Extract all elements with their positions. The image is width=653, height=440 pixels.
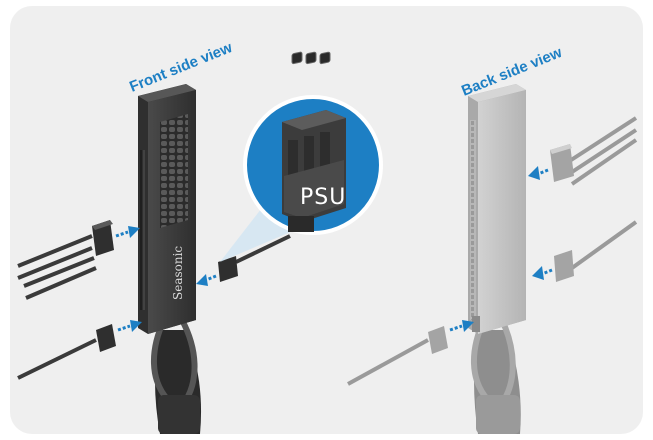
- dashed-arrow-icon: [532, 266, 553, 280]
- vent-grille: [160, 114, 188, 228]
- back-arrows: [449, 166, 553, 332]
- pin-strip: [470, 120, 476, 320]
- dashed-arrow-icon: [449, 320, 474, 332]
- dashed-arrow-icon: [196, 274, 217, 286]
- back-plug-middle: [554, 250, 574, 282]
- dashed-arrow-icon: [115, 226, 140, 238]
- psu-callout: PSU: [220, 51, 383, 262]
- front-cables: [17, 220, 291, 380]
- back-plug-upper: [550, 144, 574, 182]
- back-plug-lower: [428, 326, 448, 354]
- back-connector: [468, 84, 526, 434]
- brand-logo: Seasonic: [171, 246, 185, 300]
- psu-label: PSU: [300, 185, 346, 210]
- front-arrows: [115, 226, 217, 332]
- front-plug-right: [218, 256, 238, 282]
- front-connector: Seasonic: [138, 84, 202, 434]
- brand-label: Seasonic: [171, 246, 185, 300]
- back-cables: [347, 116, 638, 386]
- dashed-arrow-icon: [528, 166, 549, 180]
- front-plug-upper: [92, 220, 114, 256]
- dashed-arrow-icon: [117, 320, 142, 332]
- front-plug-lower: [96, 324, 116, 352]
